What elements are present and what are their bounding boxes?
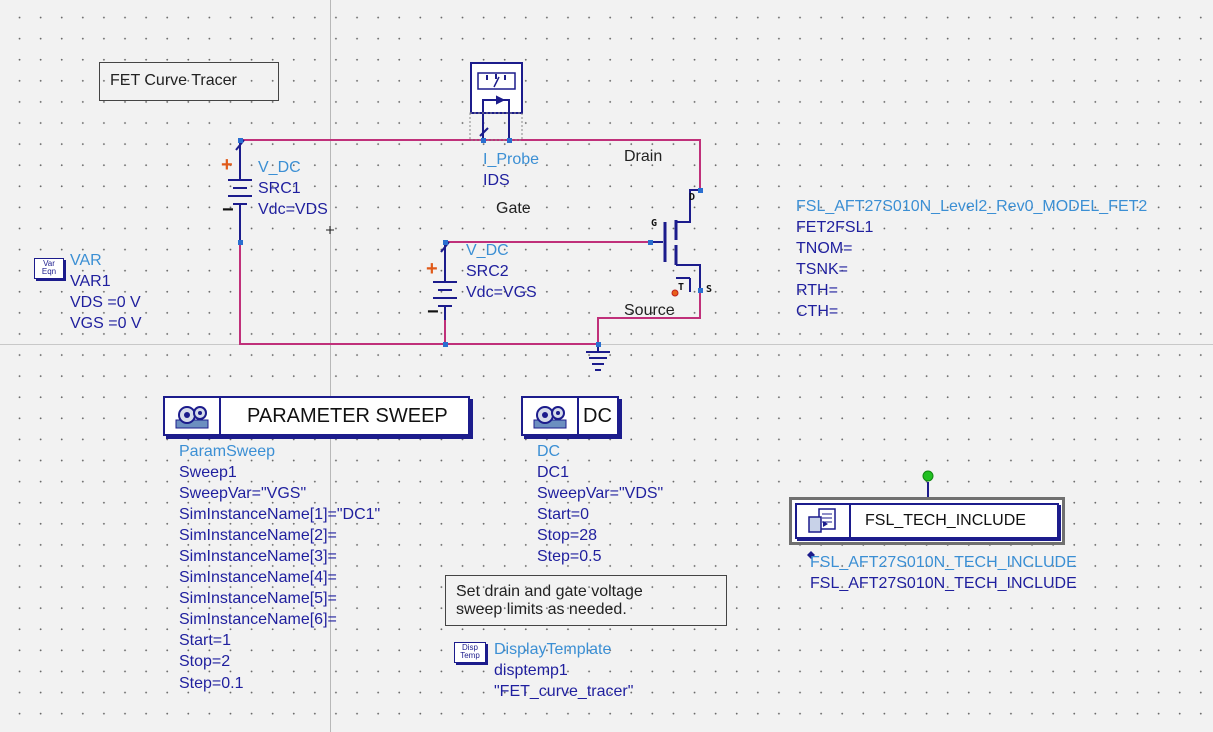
var-eqn-icon[interactable]: Var Eqn <box>34 258 64 279</box>
node-dot <box>698 188 703 193</box>
node-dot <box>443 342 448 347</box>
probe-type-label[interactable]: I_Probe <box>483 151 540 168</box>
dc-gear-icon <box>523 398 579 434</box>
sweep-type-label[interactable]: ParamSweep <box>179 443 276 460</box>
sweep-sim-instance-3[interactable]: SimInstanceName[3]= <box>179 548 337 565</box>
var-eqn-icon-top: Var <box>43 259 55 268</box>
vertical-guide-line <box>330 0 331 732</box>
tech-include-type-label[interactable]: FSL_AFT27S010N_TECH_INCLUDE <box>810 554 1077 571</box>
var-name-label[interactable]: VAR1 <box>70 273 111 290</box>
var-vgs-label[interactable]: VGS =0 V <box>70 315 142 332</box>
net-label-gate[interactable]: Gate <box>496 200 531 217</box>
wire-top <box>240 139 701 190</box>
src1-battery <box>228 139 252 242</box>
node-dot <box>443 240 448 245</box>
src1-value-label[interactable]: Vdc=VDS <box>258 201 328 218</box>
node-dot <box>596 342 601 347</box>
display-template-name-label[interactable]: disptemp1 <box>494 662 568 679</box>
fet-param-tsnk[interactable]: TSNK= <box>796 261 849 278</box>
dc-controller[interactable]: DC <box>521 396 619 436</box>
fet-pin-d: D <box>689 192 696 203</box>
dc-start-label[interactable]: Start=0 <box>537 506 590 523</box>
title-note[interactable]: FET Curve Tracer <box>99 62 279 101</box>
fet-thermal-node <box>671 289 679 297</box>
probe-dashed-outline <box>469 112 523 141</box>
src1-plus-sign: + <box>221 154 233 176</box>
fet-model-label[interactable]: FSL_AFT27S010N_Level2_Rev0_MODEL_FET2 <box>796 198 1148 215</box>
net-label-source[interactable]: Source <box>624 302 675 319</box>
sweep-name-label[interactable]: Sweep1 <box>179 464 237 481</box>
node-dot <box>648 240 653 245</box>
node-dot <box>481 138 486 143</box>
src2-name-label[interactable]: SRC2 <box>466 263 509 280</box>
sweep-gear-icon <box>165 398 221 434</box>
fet-pin-s: S <box>706 284 713 295</box>
tech-include-component[interactable]: FSL_TECH_INCLUDE <box>789 497 1065 545</box>
sweep-var-label[interactable]: SweepVar="VGS" <box>179 485 307 502</box>
dc-type-label[interactable]: DC <box>537 443 561 460</box>
sweep-limits-note-line2: sweep limits as needed. <box>456 601 627 618</box>
disp-temp-icon-top: Disp <box>461 643 478 652</box>
node-dot <box>238 138 243 143</box>
sweep-start-label[interactable]: Start=1 <box>179 632 232 649</box>
fet-instance-label[interactable]: FET2FSL1 <box>796 219 874 236</box>
tech-include-pin <box>922 470 934 482</box>
node-dot <box>238 240 243 245</box>
parameter-sweep-title: PARAMETER SWEEP <box>247 405 448 427</box>
sweep-limits-note[interactable]: Set drain and gate voltage sweep limits … <box>445 575 727 626</box>
fet-param-cth[interactable]: CTH= <box>796 303 839 320</box>
horizontal-guide-line <box>0 344 1213 345</box>
wire-left <box>239 242 598 345</box>
parameter-sweep-controller[interactable]: PARAMETER SWEEP <box>163 396 470 436</box>
probe-name-label[interactable]: IDS <box>483 172 510 189</box>
fet-symbol <box>650 189 701 292</box>
sweep-limits-note-line1: Set drain and gate voltage <box>456 583 643 600</box>
display-template-type-label[interactable]: DisplayTemplate <box>494 641 612 658</box>
src2-minus-sign: − <box>427 301 439 323</box>
src2-value-label[interactable]: Vdc=VGS <box>466 284 537 301</box>
src2-type-label[interactable]: V_DC <box>466 242 509 259</box>
sweep-sim-instance-6[interactable]: SimInstanceName[6]= <box>179 611 337 628</box>
var-eqn-icon-bottom: Eqn <box>41 267 57 276</box>
var-type-label[interactable]: VAR <box>70 252 102 269</box>
sweep-sim-instance-4[interactable]: SimInstanceName[4]= <box>179 569 337 586</box>
sweep-sim-instance-5[interactable]: SimInstanceName[5]= <box>179 590 337 607</box>
src2-battery <box>433 241 457 320</box>
sweep-step-label[interactable]: Step=0.1 <box>179 675 244 692</box>
tech-include-name-label[interactable]: FSL_AFT27S010N_TECH_INCLUDE <box>810 575 1077 592</box>
display-template-value-label[interactable]: "FET_curve_tracer" <box>494 683 634 700</box>
tech-include-document-icon <box>797 505 851 537</box>
dc-title: DC <box>583 405 612 427</box>
var-vds-label[interactable]: VDS =0 V <box>70 294 141 311</box>
src2-plus-sign: + <box>426 258 438 280</box>
fet-pin-g: G <box>651 218 658 229</box>
sweep-stop-label[interactable]: Stop=2 <box>179 653 231 670</box>
src1-type-label[interactable]: V_DC <box>258 159 301 176</box>
dc-name-label[interactable]: DC1 <box>537 464 570 481</box>
net-label-drain[interactable]: Drain <box>624 148 663 165</box>
fet-pin-t: T <box>678 282 685 293</box>
fet-param-tnom[interactable]: TNOM= <box>796 240 853 257</box>
tech-include-title: FSL_TECH_INCLUDE <box>865 512 1026 529</box>
disp-temp-icon[interactable]: Disp Temp <box>454 642 486 663</box>
node-dot <box>507 138 512 143</box>
dc-step-label[interactable]: Step=0.5 <box>537 548 602 565</box>
fet-param-rth[interactable]: RTH= <box>796 282 838 299</box>
src1-name-label[interactable]: SRC1 <box>258 180 301 197</box>
dc-stop-label[interactable]: Stop=28 <box>537 527 598 544</box>
src1-minus-sign: − <box>222 199 234 221</box>
dc-sweep-var-label[interactable]: SweepVar="VDS" <box>537 485 664 502</box>
title-note-text: FET Curve Tracer <box>110 72 237 89</box>
ground-symbol <box>586 344 610 371</box>
sweep-sim-instance-2[interactable]: SimInstanceName[2]= <box>179 527 337 544</box>
current-probe <box>470 62 523 140</box>
cursor-crosshair <box>326 226 334 234</box>
disp-temp-icon-bottom: Temp <box>460 651 480 660</box>
tech-include-anchor <box>807 551 815 559</box>
node-dot <box>698 288 703 293</box>
sweep-sim-instance-1[interactable]: SimInstanceName[1]="DC1" <box>179 506 381 523</box>
